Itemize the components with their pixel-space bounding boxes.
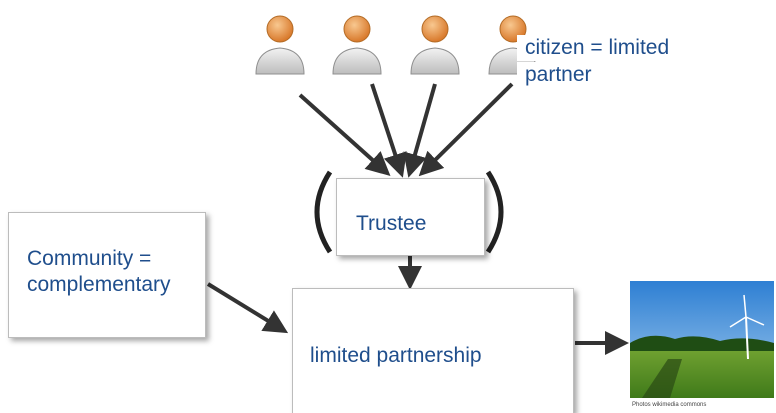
arrow-community-partnership — [206, 282, 289, 334]
arrow-citizen-3 — [403, 83, 437, 178]
community-label-line1: Community = — [21, 246, 203, 272]
left-parenthesis — [314, 170, 333, 254]
arrow-citizen-4 — [418, 82, 514, 177]
right-parenthesis — [485, 170, 504, 254]
person-icon — [332, 15, 382, 75]
citizen-label-line1: citizen = limited — [517, 35, 725, 61]
community-label-line2: complementary — [21, 272, 203, 298]
wind-turbine-photo — [630, 281, 774, 398]
partnership-label: limited partnership — [310, 343, 520, 369]
arrow-citizen-1 — [298, 93, 391, 177]
trustee-label: Trustee — [344, 211, 481, 239]
photo-credit: Photos wikimedia commons — [632, 402, 707, 408]
citizen-label-line2: partner — [517, 62, 625, 88]
person-icon — [255, 15, 305, 75]
person-icon — [410, 15, 460, 75]
arrow-citizen-2 — [370, 83, 407, 178]
